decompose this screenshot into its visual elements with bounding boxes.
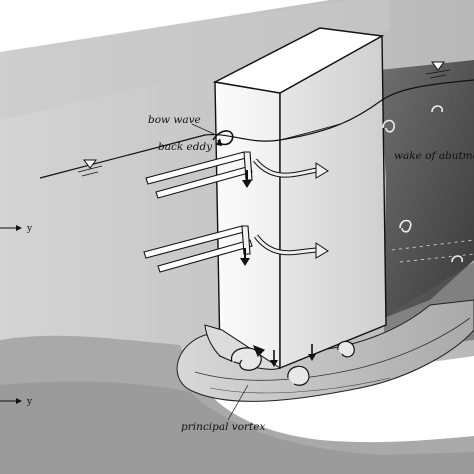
principal-vortex-leader <box>227 384 249 421</box>
upper-curve-arrow <box>253 158 329 179</box>
axis-upper: y <box>0 224 33 234</box>
wake-dashes <box>391 239 474 263</box>
bed-lower <box>0 381 474 474</box>
back-eddy-label: back eddy <box>158 141 213 153</box>
base-downflow-arrows <box>270 344 316 367</box>
axis-lower-label: y <box>26 397 33 407</box>
lower-flow-arrows <box>143 225 253 273</box>
wake-region <box>380 60 474 318</box>
abutment-front-face <box>279 34 387 370</box>
upstream-bank <box>0 0 390 120</box>
water-level-marker-left <box>77 159 103 177</box>
axis-upper-label: y <box>26 224 33 234</box>
wake-label: wake of abutment <box>394 150 474 162</box>
upper-downflow-arrow <box>242 170 252 188</box>
bow-wave-label: bow wave <box>148 114 201 126</box>
water-level-marker-right <box>425 61 451 79</box>
lower-downflow-arrow <box>240 248 250 266</box>
bow-wave-leader <box>191 123 215 135</box>
abutment-left-face <box>214 81 281 369</box>
axis-lower: y <box>0 397 33 407</box>
abutment-top <box>212 27 385 94</box>
lower-curve-arrow <box>253 234 329 259</box>
principal-vortex-arrows <box>231 340 355 386</box>
principal-vortex-label: principal vortex <box>181 421 265 433</box>
